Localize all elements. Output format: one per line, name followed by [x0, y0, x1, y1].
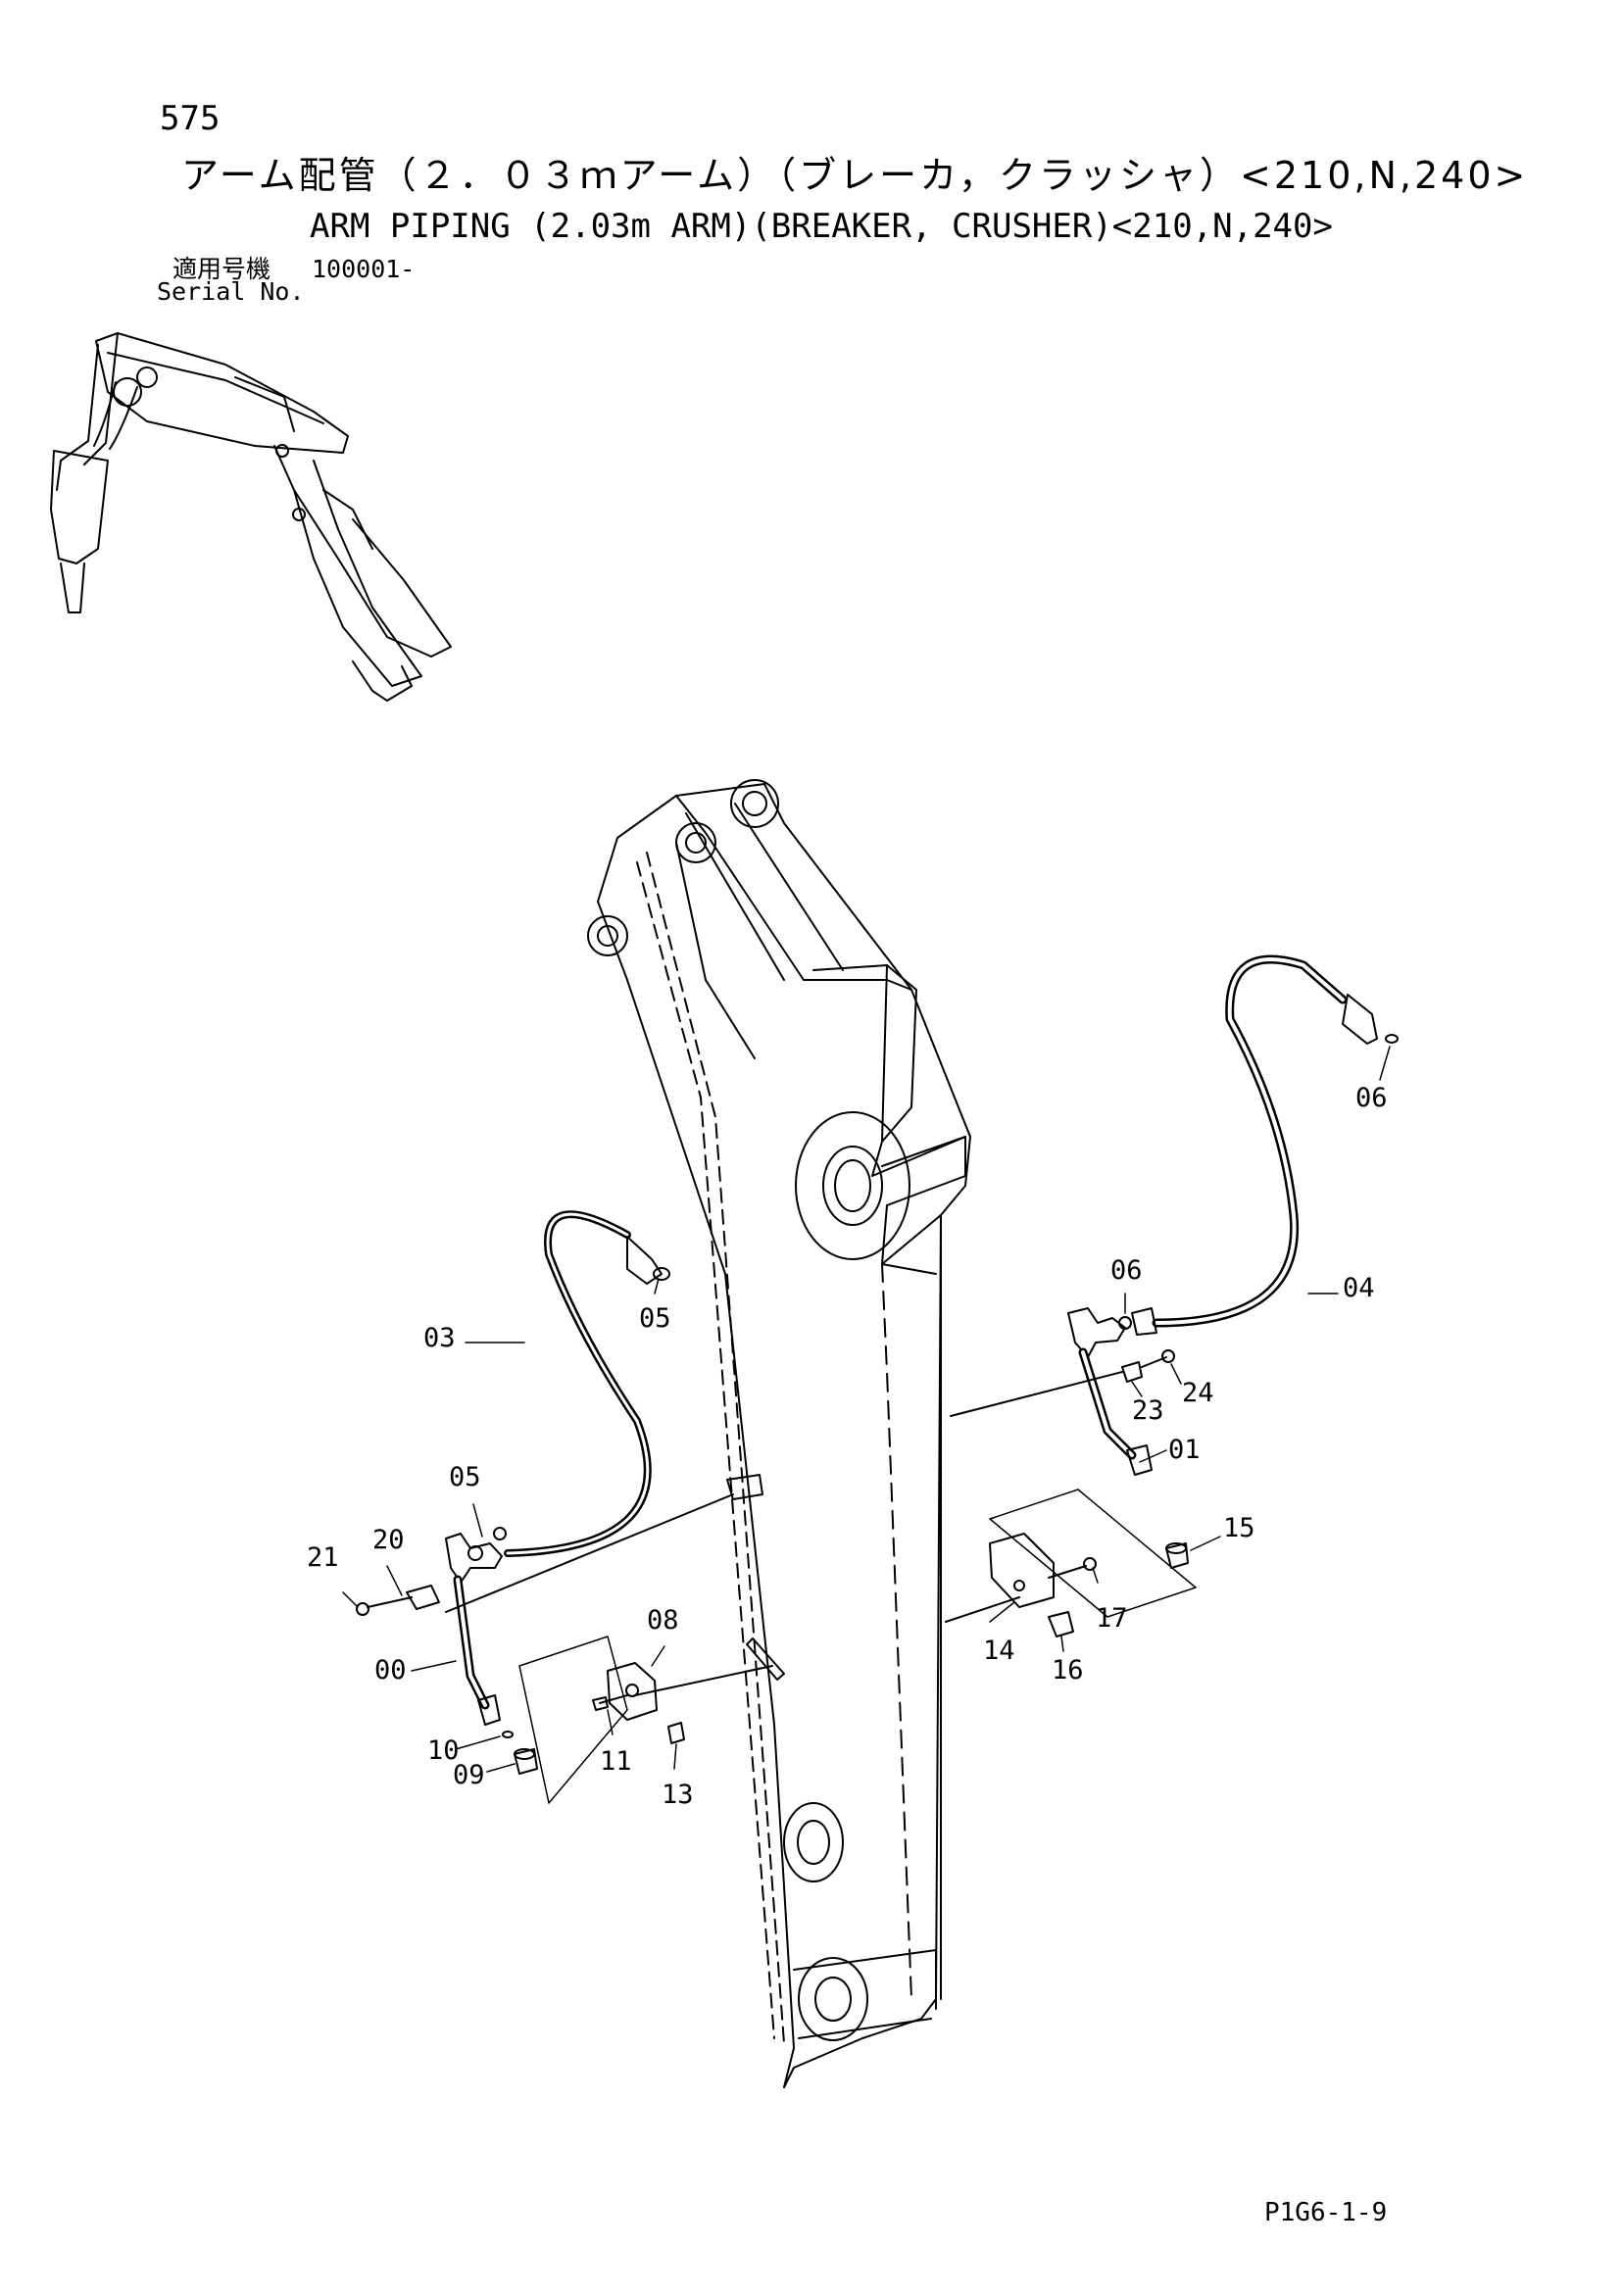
callout-20: 20: [372, 1525, 405, 1555]
title-japanese: アーム配管（２．０３ｍアーム）（ブレーカ，クラッシャ）<210,N,240>: [181, 154, 1529, 197]
callout-13: 13: [662, 1780, 694, 1810]
callout-14: 14: [983, 1636, 1015, 1666]
leader-lines: [342, 1046, 1391, 1773]
callout-04: 04: [1343, 1273, 1375, 1303]
callout-24: 24: [1182, 1378, 1214, 1408]
callout-10: 10: [427, 1735, 460, 1766]
callout-17: 17: [1096, 1603, 1128, 1634]
callout-06-top: 06: [1355, 1083, 1388, 1113]
callout-23: 23: [1132, 1395, 1164, 1426]
serial-number-value: 100001-: [312, 255, 416, 283]
callout-00: 00: [374, 1655, 407, 1685]
right-hose-assembly: [945, 954, 1399, 1637]
serial-label-japanese: 適用号機: [172, 255, 271, 283]
callout-16: 16: [1052, 1655, 1084, 1685]
arm-structure: [587, 779, 971, 2088]
callout-05-top: 05: [639, 1303, 671, 1334]
serial-label-english: Serial No.: [157, 277, 305, 306]
callout-01: 01: [1168, 1435, 1201, 1465]
callout-06-mid: 06: [1110, 1255, 1143, 1286]
drawing-code: P1G6-1-9: [1264, 2198, 1388, 2227]
title-english: ARM PIPING (2.03m ARM)(BREAKER, CRUSHER)…: [310, 207, 1333, 246]
left-hose-assembly: [356, 1210, 773, 1804]
callout-05-bottom: 05: [449, 1462, 481, 1492]
callout-21: 21: [307, 1542, 339, 1573]
callout-labels: 03 05 04 06 06 01 24 23 15 17 16 14 20 2…: [307, 1083, 1388, 1810]
callout-03: 03: [423, 1323, 456, 1353]
callout-08: 08: [647, 1605, 679, 1636]
page-number: 575: [160, 99, 221, 138]
callout-11: 11: [600, 1746, 632, 1777]
callout-15: 15: [1223, 1513, 1255, 1543]
machine-thumbnail: [50, 332, 452, 702]
callout-09: 09: [453, 1760, 485, 1790]
